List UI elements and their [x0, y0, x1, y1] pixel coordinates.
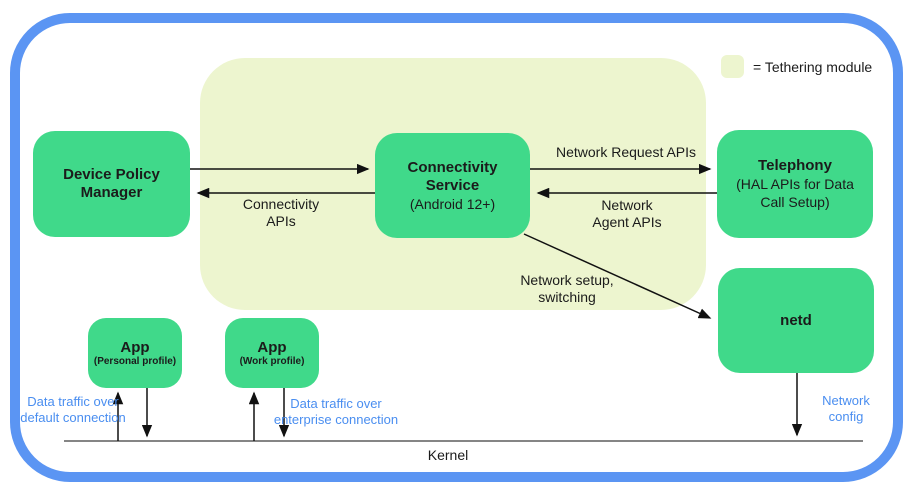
tethering-module-swatch-icon — [721, 55, 744, 78]
node-subtitle: (Android 12+) — [409, 195, 496, 212]
label-line: Network setup, — [520, 272, 614, 288]
label-line: switching — [538, 289, 596, 305]
node-title: Connectivity — [407, 158, 498, 176]
label-line: Connectivity — [242, 196, 320, 212]
node-title: Manager — [80, 184, 143, 201]
node-connectivity-service: Connectivity Service (Android 12+) — [375, 133, 530, 238]
label-network-request-apis: Network Request APIs — [536, 144, 716, 161]
node-title: App — [120, 338, 150, 356]
label-line: Network — [601, 197, 653, 213]
node-subtitle: (Personal profile) — [93, 355, 177, 367]
label-data-traffic-default: Data traffic over default connection — [12, 394, 134, 426]
outer-rounded-frame — [10, 13, 903, 482]
label-line: config — [828, 409, 864, 424]
legend: = Tethering module — [721, 55, 872, 78]
label-network-setup-switching: Network setup, switching — [487, 272, 647, 306]
node-netd: netd — [718, 268, 874, 373]
node-device-policy-manager: Device Policy Manager — [33, 131, 190, 237]
label-line: Agent APIs — [592, 214, 662, 230]
label-line: Network — [822, 393, 870, 408]
label-data-traffic-enterprise: Data traffic over enterprise connection — [266, 396, 406, 428]
node-app-work-profile: App (Work profile) — [225, 318, 319, 388]
label-line: Network Request APIs — [555, 144, 697, 160]
node-title: App — [257, 338, 287, 356]
legend-label: = Tethering module — [753, 58, 873, 75]
label-line: Data traffic over — [290, 396, 382, 411]
label-line: default connection — [20, 410, 126, 425]
label-network-config: Network config — [796, 393, 896, 425]
node-title: Device Policy — [63, 166, 160, 183]
node-telephony: Telephony (HAL APIs for Data Call Setup) — [717, 130, 873, 238]
node-title: netd — [780, 311, 812, 329]
node-title: Service — [425, 176, 480, 194]
label-line: Data traffic over — [27, 394, 119, 409]
label-network-agent-apis: Network Agent APIs — [557, 197, 697, 231]
label-kernel: Kernel — [398, 447, 498, 464]
label-line: enterprise connection — [273, 412, 399, 427]
label-line: APIs — [266, 213, 296, 229]
node-app-personal-profile: App (Personal profile) — [88, 318, 182, 388]
node-subtitle: Call Setup) — [760, 194, 830, 210]
node-title: Telephony — [758, 157, 832, 174]
node-subtitle: (Work profile) — [239, 355, 305, 367]
node-subtitle: (HAL APIs for Data — [736, 176, 854, 192]
label-connectivity-apis: Connectivity APIs — [211, 196, 351, 230]
label-line: Kernel — [427, 447, 469, 463]
